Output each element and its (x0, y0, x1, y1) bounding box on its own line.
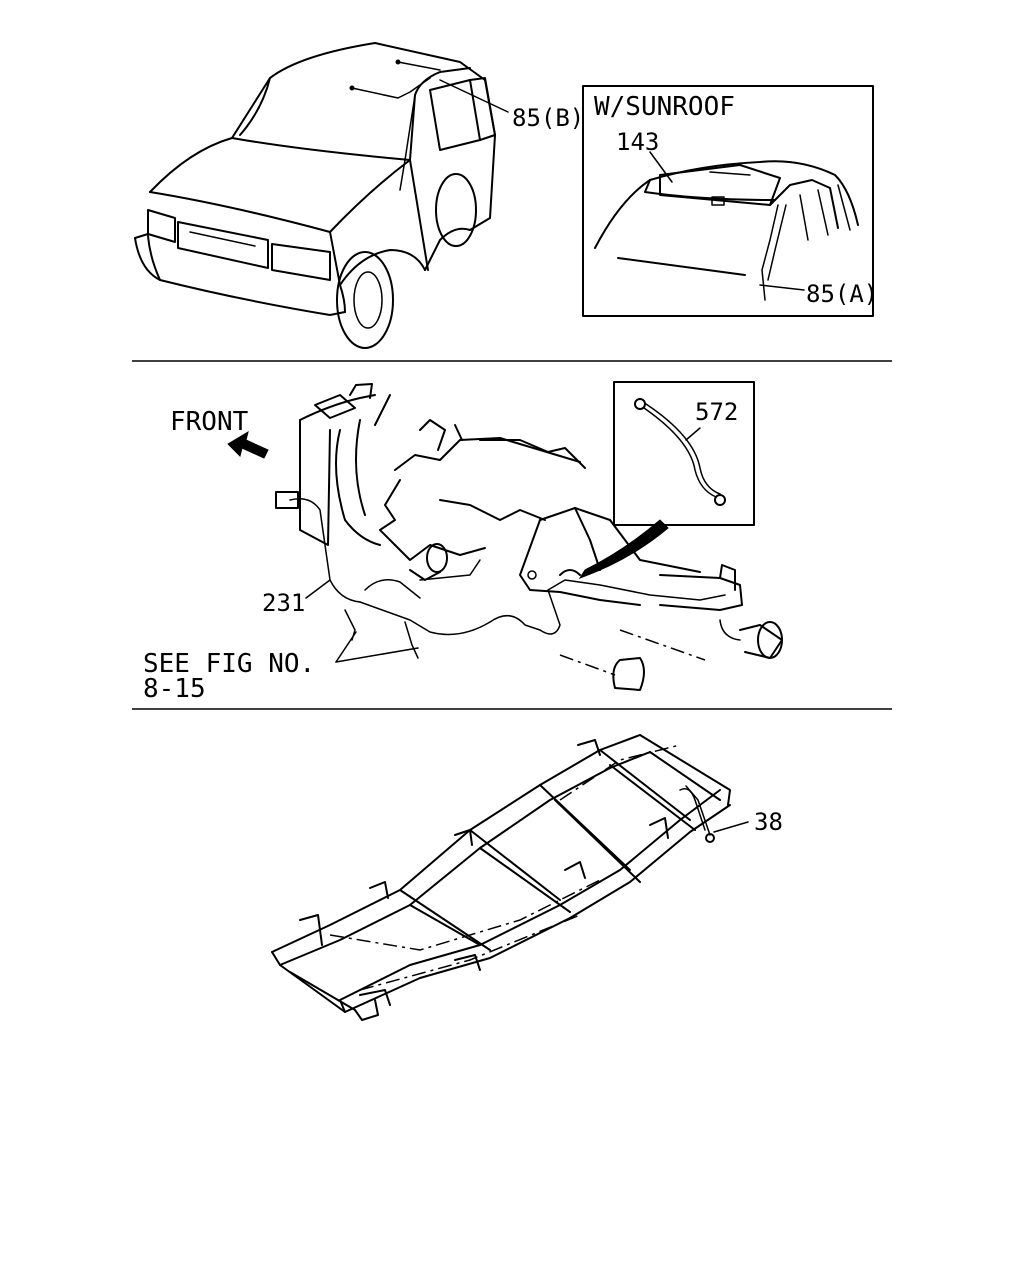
label-85a: 85(A) (806, 280, 878, 308)
label-38: 38 (754, 808, 783, 836)
chassis-frame-illustration (271, 734, 749, 1021)
front-label: FRONT (170, 407, 249, 437)
see-fig-line2: 8-15 (143, 674, 206, 704)
vehicle-illustration (134, 42, 509, 349)
label-572: 572 (695, 398, 738, 426)
see-fig-line1: SEE FIG NO. (143, 649, 315, 679)
ground-strap-inset (613, 381, 755, 526)
label-143: 143 (616, 128, 659, 156)
sunroof-inset (582, 85, 874, 317)
engine-transmission-illustration (227, 383, 783, 691)
arrow-left-icon (227, 430, 269, 459)
label-85b: 85(B) (512, 104, 584, 132)
sunroof-title: W/SUNROOF (594, 92, 735, 122)
label-231: 231 (262, 589, 305, 617)
